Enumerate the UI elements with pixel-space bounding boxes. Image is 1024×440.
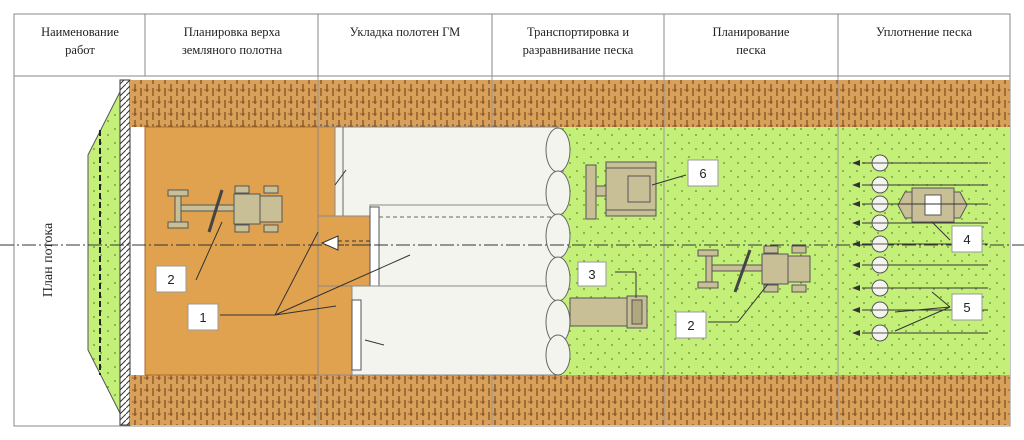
callout-4: 4 <box>951 225 983 253</box>
dump-truck <box>569 295 648 329</box>
header-col0-line1: Наименование <box>41 25 119 39</box>
callout-2-left: 2 <box>155 265 187 293</box>
header-col4-line2: песка <box>736 43 766 57</box>
bulldozer <box>585 161 657 220</box>
motor-grader-2 <box>697 245 811 293</box>
compaction-row <box>852 176 988 194</box>
callout-1: 1 <box>187 303 219 331</box>
motor-grader-1 <box>167 185 283 233</box>
header-col1-line1: Планировка верха <box>184 25 281 39</box>
callout-3: 3 <box>577 261 607 287</box>
soil-top <box>130 80 1010 127</box>
soil-bottom <box>130 375 1010 425</box>
header-col3-line2: разравнивание песка <box>523 43 634 57</box>
callout-5: 5 <box>951 293 983 321</box>
callout-2-left-label: 2 <box>167 272 174 287</box>
header-col1-line2: земляного полотна <box>182 43 283 57</box>
callout-2-right-label: 2 <box>687 318 694 333</box>
header-col5-line1: Уплотнение песка <box>876 25 972 39</box>
compaction-row <box>852 256 988 274</box>
compaction-row <box>852 324 988 342</box>
edge-rail <box>119 79 131 426</box>
callout-lines <box>195 174 951 332</box>
callout-6-label: 6 <box>699 166 706 181</box>
header-col4-line1: Планирование <box>713 25 790 39</box>
header-row: Наименование работ Планировка верха земл… <box>13 13 1011 77</box>
compaction-marks <box>852 154 988 342</box>
compaction-row <box>852 214 988 232</box>
compaction-row <box>852 279 988 297</box>
callout-3-label: 3 <box>588 267 595 282</box>
header-col2-line1: Укладка полотен ГМ <box>350 25 461 39</box>
vibratory-roller <box>897 187 968 223</box>
callout-1-label: 1 <box>199 310 206 325</box>
callout-6: 6 <box>687 159 719 187</box>
header-col0-line2: работ <box>65 43 95 57</box>
header-col3-line1: Транспортировка и <box>527 25 629 39</box>
roll-ends <box>545 127 571 376</box>
compaction-row <box>852 154 988 172</box>
callout-5-label: 5 <box>963 300 970 315</box>
direction-arrow <box>320 235 372 251</box>
geotextile-rolls <box>317 126 559 376</box>
side-label: План потока <box>41 222 56 297</box>
callout-4-label: 4 <box>963 232 970 247</box>
compaction-row <box>852 195 988 213</box>
graded-ground-area <box>144 126 319 376</box>
callout-2-right: 2 <box>675 311 707 339</box>
